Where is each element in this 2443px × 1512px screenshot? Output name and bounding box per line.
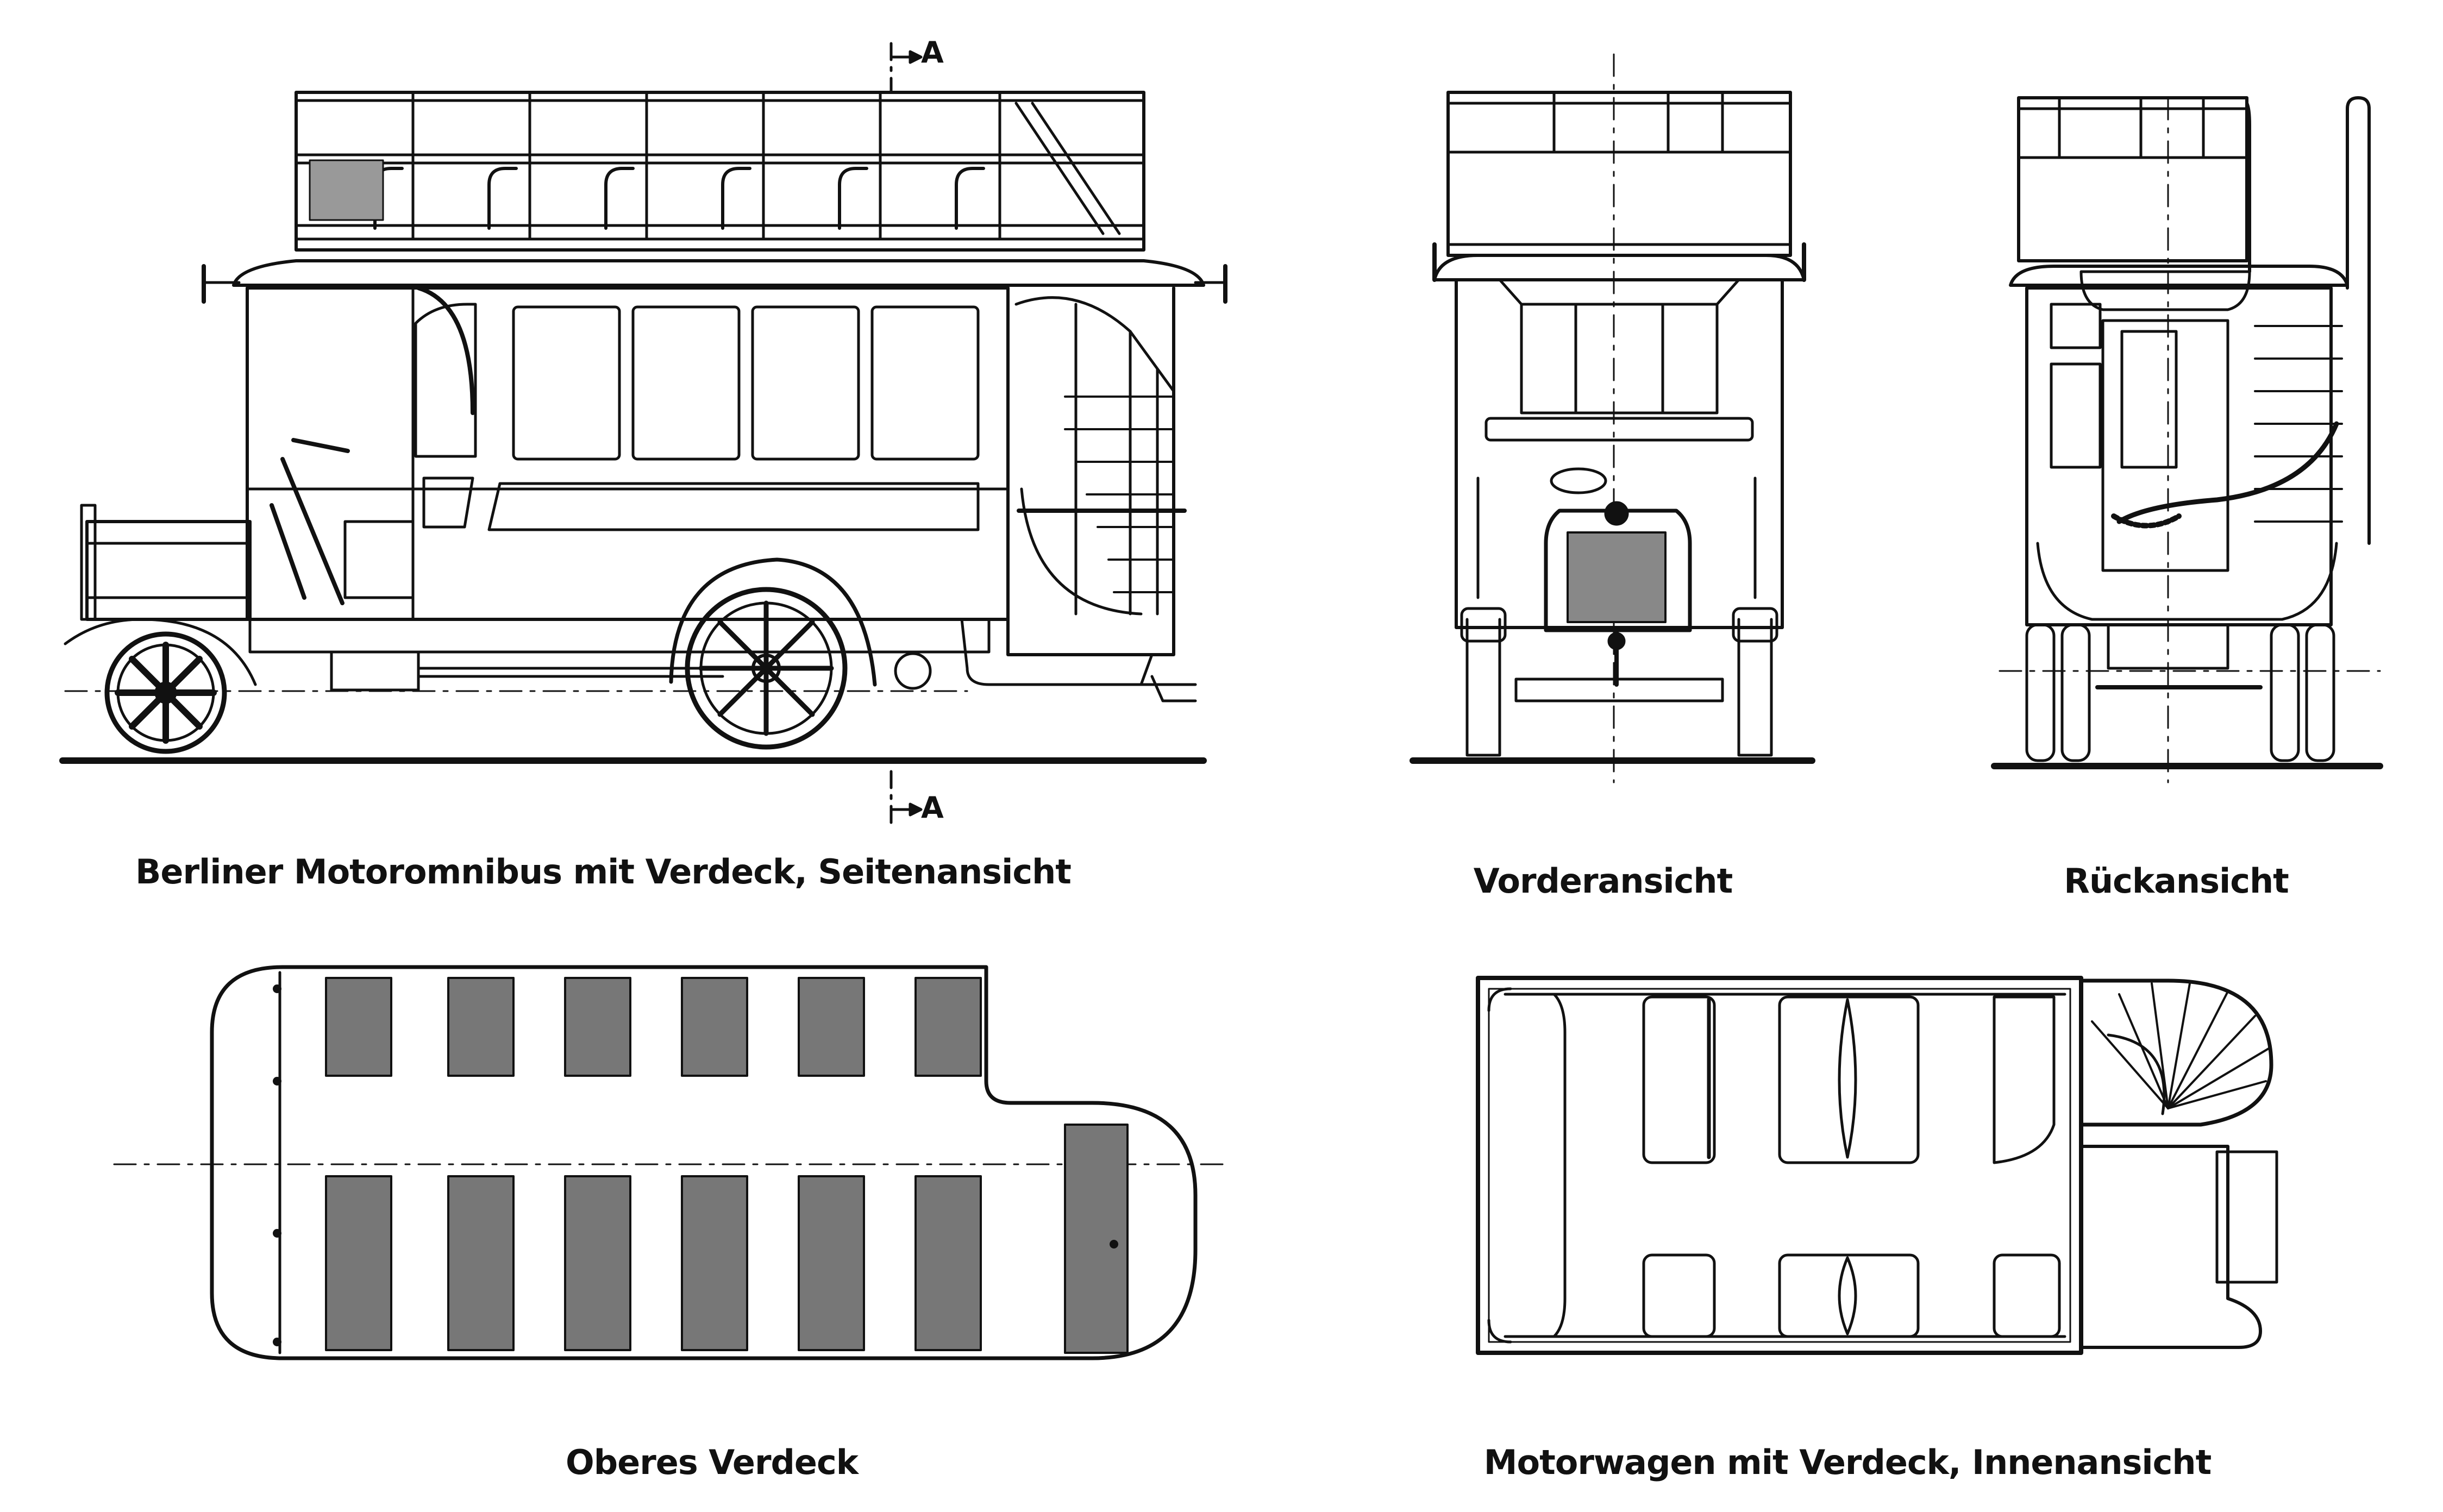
- caption-upper-deck: Oberes Verdeck: [566, 1442, 859, 1482]
- section-marker-top-label: A: [921, 35, 944, 70]
- caption-side-view: Berliner Motoromnibus mit Verdeck, Seite…: [135, 852, 1072, 892]
- side-view-drawing: [59, 42, 1227, 827]
- upper-deck-plan: [113, 965, 1229, 1360]
- front-view-drawing: [1410, 53, 1815, 783]
- caption-interior-view: Motorwagen mit Verdeck, Innenansicht: [1483, 1442, 2212, 1482]
- section-marker-bottom-label: A: [921, 790, 944, 825]
- caption-rear-view: Rückansicht: [2064, 861, 2289, 901]
- rear-view-drawing: [1991, 96, 2383, 783]
- front-wheel: [104, 631, 227, 754]
- upper-bench-row-top: [325, 977, 982, 1077]
- upper-bench-row-bottom: [325, 1124, 1129, 1354]
- interior-plan: [1476, 976, 2278, 1355]
- caption-front-view: Vorderansicht: [1473, 861, 1733, 901]
- rear-wheel: [685, 587, 848, 750]
